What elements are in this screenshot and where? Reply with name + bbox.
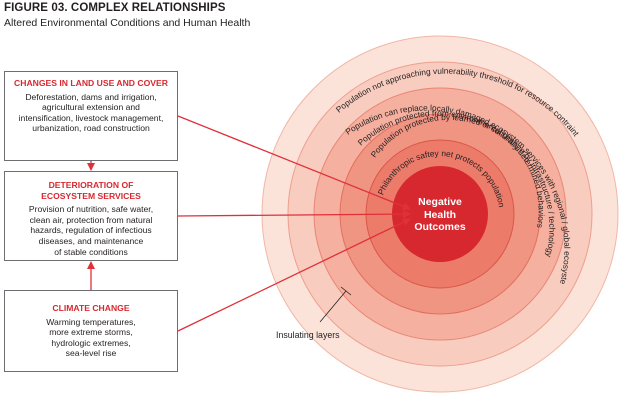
figure-subtitle: Altered Environmental Conditions and Hum… — [4, 17, 251, 29]
arrow-land-to-outcomes — [177, 115, 411, 211]
climate-change-box: CLIMATE CHANGE Warming temperatures, mor… — [4, 290, 178, 372]
deterioration-title: DETERIORATION OF ECOSYSTEM SERVICES — [41, 180, 141, 201]
negative-health-outcomes-label: Negative Health Outcomes — [414, 196, 466, 233]
land-use-body: Deforestation, dams and irrigation, agri… — [18, 91, 164, 134]
insulating-layers-label: Insulating layers — [276, 330, 340, 340]
deterioration-box: DETERIORATION OF ECOSYSTEM SERVICES Prov… — [4, 171, 178, 261]
insulating-leader-tick — [340, 286, 352, 296]
deterioration-body: Provision of nutrition, safe water, clea… — [28, 204, 154, 257]
arrow-climate-to-outcomes — [177, 218, 411, 332]
land-use-title: CHANGES IN LAND USE AND COVER — [14, 78, 168, 88]
center-circle — [392, 166, 488, 262]
climate-change-body: Warming temperatures, more extreme storm… — [46, 316, 136, 359]
climate-change-title: CLIMATE CHANGE — [52, 303, 130, 313]
arrow-deterioration-to-outcomes — [177, 210, 411, 219]
land-use-box: CHANGES IN LAND USE AND COVER Deforestat… — [4, 71, 178, 161]
figure-title: FIGURE 03. COMPLEX RELATIONSHIPS — [4, 2, 226, 14]
insulating-leader-line — [319, 290, 347, 323]
